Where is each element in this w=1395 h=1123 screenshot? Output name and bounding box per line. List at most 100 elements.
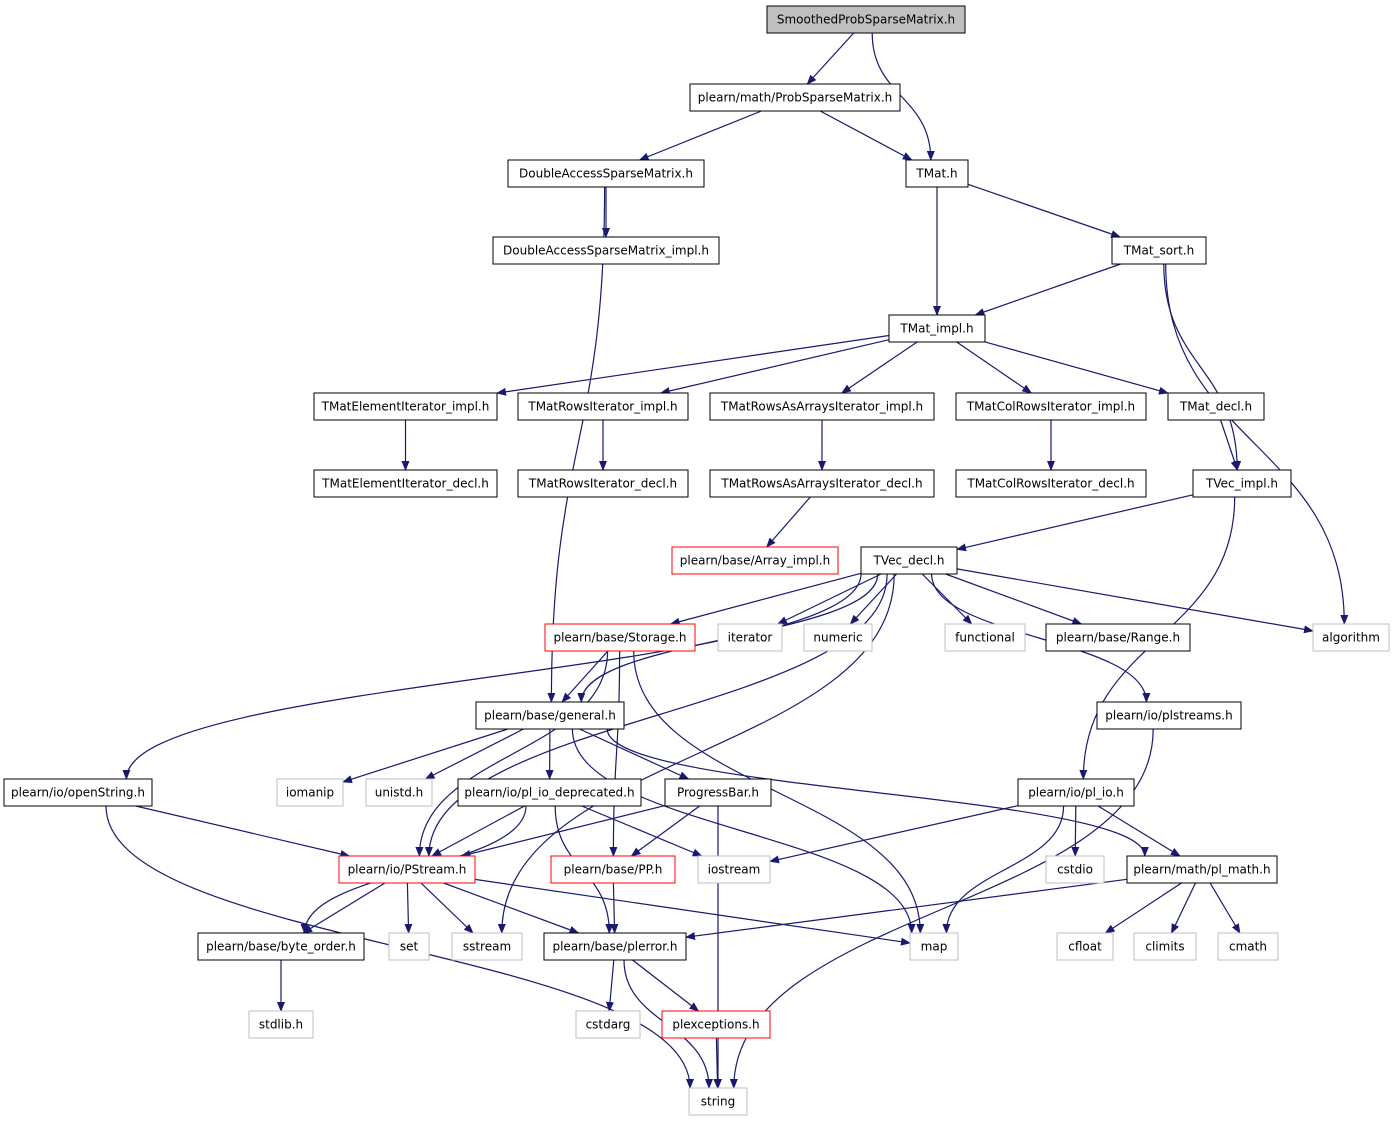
- node-tmraai_impl[interactable]: TMatRowsAsArraysIterator_impl.h: [709, 392, 935, 421]
- edge-pl_io-to-iostream: [769, 805, 1019, 864]
- edge-pstream-to-set: [404, 882, 413, 934]
- node-tmat[interactable]: TMat.h: [905, 159, 969, 188]
- node-tmei_impl[interactable]: TMatElementIterator_impl.h: [313, 392, 498, 421]
- node-box-openstring: [3, 778, 153, 807]
- edge-tmraai_decl-to-array_impl: [766, 496, 811, 548]
- edge-progressbar-to-pstream: [460, 805, 666, 858]
- node-smoothed[interactable]: SmoothedProbSparseMatrix.h: [766, 5, 966, 34]
- node-box-tmat: [905, 159, 969, 188]
- node-label-pl_math: plearn/math/pl_math.h: [1133, 863, 1270, 877]
- node-label-climits: climits: [1145, 940, 1184, 954]
- node-box-tmri_impl: [517, 392, 689, 421]
- node-box-tmat_sort: [1111, 236, 1207, 265]
- edge-smoothed-to-tmat: [871, 32, 935, 161]
- edge-pl_io-to-cstdio: [1071, 805, 1080, 857]
- node-label-smoothed: SmoothedProbSparseMatrix.h: [777, 13, 955, 27]
- node-numeric: numeric: [803, 623, 873, 652]
- node-label-numeric: numeric: [813, 631, 862, 645]
- node-box-byte_order: [197, 932, 365, 961]
- edge-general-to-progressbar: [579, 728, 690, 780]
- edge-tvec_decl-to-functional: [921, 573, 973, 625]
- node-range[interactable]: plearn/base/Range.h: [1045, 623, 1191, 652]
- node-tvec_decl[interactable]: TVec_decl.h: [860, 546, 958, 575]
- node-tmei_decl[interactable]: TMatElementIterator_decl.h: [313, 469, 498, 498]
- node-box-string: [688, 1087, 748, 1116]
- node-box-plerror: [543, 932, 687, 961]
- node-tmri_decl[interactable]: TMatRowsIterator_decl.h: [517, 469, 689, 498]
- node-dasm_impl[interactable]: DoubleAccessSparseMatrix_impl.h: [492, 236, 720, 265]
- node-label-cstdio: cstdio: [1057, 863, 1093, 877]
- node-tmcri_decl[interactable]: TMatColRowsIterator_decl.h: [955, 469, 1147, 498]
- node-general[interactable]: plearn/base/general.h: [475, 701, 625, 730]
- edge-tmat_sort-to-tmat_impl: [974, 263, 1121, 316]
- node-storage[interactable]: plearn/base/Storage.h: [544, 623, 696, 652]
- node-label-openstring: plearn/io/openString.h: [11, 786, 145, 800]
- node-label-tvec_decl: TVec_decl.h: [873, 554, 945, 568]
- node-progressbar[interactable]: ProgressBar.h: [664, 778, 772, 807]
- node-probsparse[interactable]: plearn/math/ProbSparseMatrix.h: [689, 83, 901, 112]
- node-box-iostream: [697, 855, 771, 884]
- node-tmat_decl[interactable]: TMat_decl.h: [1167, 392, 1265, 421]
- node-tmcri_impl[interactable]: TMatColRowsIterator_impl.h: [955, 392, 1147, 421]
- node-box-tmcri_decl: [955, 469, 1147, 498]
- node-cfloat: cfloat: [1056, 932, 1114, 961]
- node-label-tmat_decl: TMat_decl.h: [1179, 400, 1252, 414]
- node-cmath: cmath: [1217, 932, 1279, 961]
- edge-pp-to-plerror: [610, 882, 619, 934]
- node-label-tmraai_decl: TMatRowsAsArraysIterator_decl.h: [720, 477, 922, 491]
- node-plerror[interactable]: plearn/base/plerror.h: [543, 932, 687, 961]
- edge-general-to-pl_math: [606, 728, 1149, 857]
- edge-storage-to-map: [633, 650, 925, 934]
- node-box-progressbar: [664, 778, 772, 807]
- node-label-pstream: plearn/io/PStream.h: [348, 863, 467, 877]
- edge-pl_io-to-pl_math: [1097, 805, 1181, 857]
- node-tmri_impl[interactable]: TMatRowsIterator_impl.h: [517, 392, 689, 421]
- edge-general-to-iomanip: [342, 728, 509, 783]
- node-tmraai_decl[interactable]: TMatRowsAsArraysIterator_decl.h: [709, 469, 935, 498]
- node-pl_io_dep[interactable]: plearn/io/pl_io_deprecated.h: [457, 778, 642, 807]
- node-functional: functional: [944, 623, 1026, 652]
- node-map: map: [909, 932, 959, 961]
- node-openstring[interactable]: plearn/io/openString.h: [3, 778, 153, 807]
- edge-smoothed-to-probsparse: [806, 32, 855, 85]
- node-pl_io[interactable]: plearn/io/pl_io.h: [1017, 778, 1135, 807]
- node-label-cstdarg: cstdarg: [586, 1018, 631, 1032]
- node-plstreams[interactable]: plearn/io/plstreams.h: [1096, 701, 1242, 730]
- node-tmat_sort[interactable]: TMat_sort.h: [1111, 236, 1207, 265]
- node-array_impl[interactable]: plearn/base/Array_impl.h: [671, 546, 839, 575]
- edge-tvec_decl-to-storage: [669, 572, 862, 626]
- edge-plerror-to-cstdarg: [606, 959, 615, 1012]
- node-box-storage: [544, 623, 696, 652]
- node-plexceptions[interactable]: plexceptions.h: [661, 1010, 771, 1039]
- node-algorithm: algorithm: [1312, 623, 1390, 652]
- node-box-tvec_decl: [860, 546, 958, 575]
- edge-tvec_decl-to-numeric: [849, 573, 898, 625]
- node-box-pl_io: [1017, 778, 1135, 807]
- edge-pl_io_dep-to-pstream: [431, 805, 525, 857]
- node-box-probsparse: [689, 83, 901, 112]
- node-label-storage: plearn/base/Storage.h: [553, 631, 686, 645]
- node-box-tmri_decl: [517, 469, 689, 498]
- node-label-cmath: cmath: [1229, 940, 1267, 954]
- node-stdlib: stdlib.h: [248, 1010, 314, 1039]
- nodes-layer: SmoothedProbSparseMatrix.h plearn/math/Pr…: [3, 5, 1390, 1116]
- node-box-pl_io_dep: [457, 778, 642, 807]
- edge-pstream-to-map: [474, 878, 911, 946]
- node-pp[interactable]: plearn/base/PP.h: [550, 855, 676, 884]
- edge-pstream-to-plerror: [443, 882, 580, 934]
- node-pstream[interactable]: plearn/io/PStream.h: [338, 855, 476, 884]
- node-tvec_impl[interactable]: TVec_impl.h: [1192, 469, 1292, 498]
- node-box-tmcri_impl: [955, 392, 1147, 421]
- node-label-tmri_impl: TMatRowsIterator_impl.h: [527, 400, 677, 414]
- node-dasm[interactable]: DoubleAccessSparseMatrix.h: [507, 159, 705, 188]
- node-label-tmat_impl: TMat_impl.h: [899, 322, 973, 336]
- node-box-cstdarg: [575, 1010, 641, 1039]
- node-cstdio: cstdio: [1045, 855, 1105, 884]
- node-label-byte_order: plearn/base/byte_order.h: [206, 940, 356, 954]
- node-pl_math[interactable]: plearn/math/pl_math.h: [1126, 855, 1278, 884]
- node-byte_order[interactable]: plearn/base/byte_order.h: [197, 932, 365, 961]
- node-label-unistd: unistd.h: [375, 786, 424, 800]
- node-tmat_impl[interactable]: TMat_impl.h: [888, 314, 986, 343]
- edge-tvec_decl-to-algorithm: [956, 568, 1314, 634]
